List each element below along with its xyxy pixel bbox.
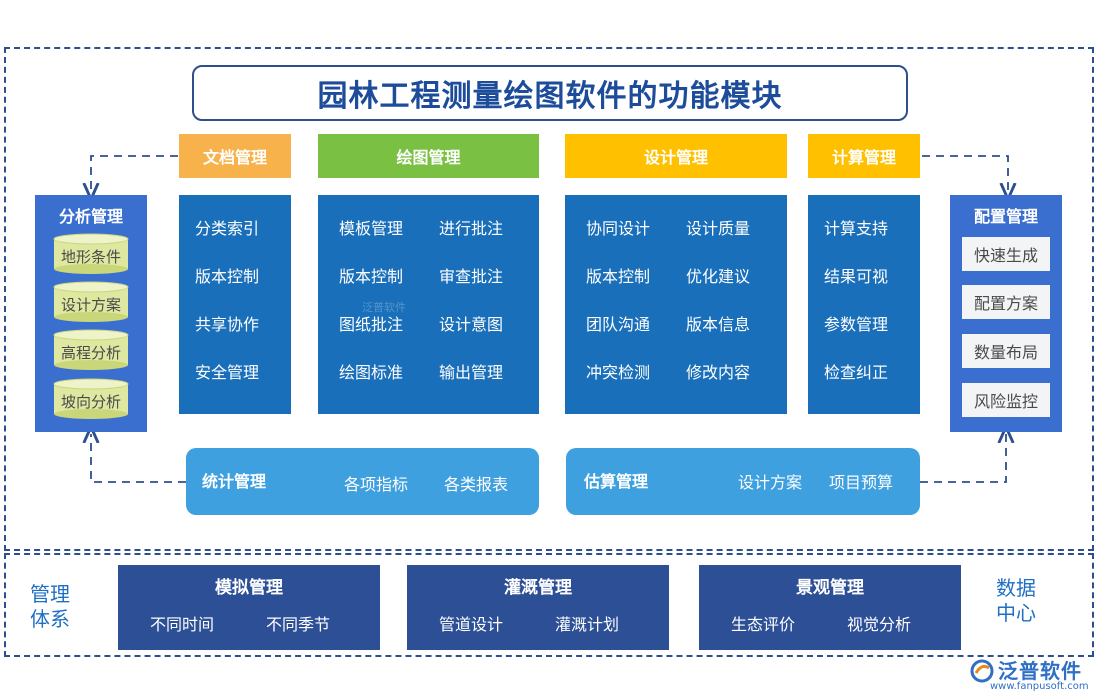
irrigation-box: 灌溉管理 管道设计 灌溉计划 — [407, 565, 669, 650]
config-item: 数量布局 — [962, 334, 1050, 368]
stats-item: 各项指标 — [344, 475, 409, 494]
connector-estimate-to-config — [920, 434, 1006, 483]
design-item: 团队沟通 — [586, 315, 651, 334]
draw-item: 图纸批注 — [339, 315, 404, 334]
data-center-label: 数据 中心 — [996, 576, 1036, 626]
config-title: 配置管理 — [973, 207, 1038, 226]
config-item: 配置方案 — [962, 285, 1050, 319]
design-item: 协同设计 — [586, 219, 651, 238]
cylinder-icon — [53, 281, 129, 322]
design-item: 冲突检测 — [586, 363, 651, 382]
doc-item: 版本控制 — [195, 267, 260, 286]
logo-mark-icon — [970, 659, 994, 683]
draw-item: 绘图标准 — [339, 363, 404, 382]
header-doc: 文档管理 — [179, 134, 291, 178]
bottom-box-title: 模拟管理 — [215, 578, 283, 598]
bottom-frame — [4, 553, 1094, 657]
analysis-panel: 分析管理 地形条件 设计方案 高程分析 坡向分析 — [35, 195, 147, 432]
draw-item: 模板管理 — [339, 219, 404, 238]
bottom-box-title: 景观管理 — [796, 578, 864, 598]
calc-item: 参数管理 — [824, 315, 889, 334]
estimate-title: 估算管理 — [584, 472, 649, 491]
stats-bar: 统计管理 各项指标 各类报表 — [186, 448, 539, 515]
analysis-item: 高程分析 — [60, 344, 121, 362]
page-title: 园林工程测量绘图软件的功能模块 — [192, 65, 908, 121]
design-item: 版本信息 — [686, 315, 751, 334]
estimate-item: 设计方案 — [738, 473, 803, 492]
calc-item: 计算支持 — [824, 219, 889, 238]
doc-item: 安全管理 — [195, 363, 260, 382]
watermark: 泛普软件 — [362, 301, 406, 314]
management-system-label: 管理 体系 — [30, 582, 70, 632]
draw-item: 输出管理 — [439, 363, 504, 382]
logo-url: www.fanpusoft.com — [990, 681, 1089, 692]
connector-calc-to-config — [922, 155, 1008, 192]
cylinder-icon — [53, 329, 129, 370]
design-item: 设计质量 — [686, 219, 751, 238]
analysis-cylinder: 坡向分析 — [53, 378, 129, 420]
column-draw: 模板管理 进行批注 版本控制 审查批注 图纸批注 设计意图 绘图标准 输出管理 … — [318, 195, 539, 414]
estimate-item: 项目预算 — [829, 473, 894, 492]
draw-item: 审查批注 — [439, 267, 504, 286]
doc-item: 共享协作 — [195, 315, 260, 334]
column-calc: 计算支持 结果可视 参数管理 检查纠正 — [808, 195, 920, 414]
column-design: 协同设计 设计质量 版本控制 优化建议 团队沟通 版本信息 冲突检测 修改内容 — [565, 195, 787, 414]
brand-logo: 泛普软件 www.fanpusoft.com — [968, 654, 1094, 696]
config-item: 快速生成 — [962, 237, 1050, 271]
simulation-box: 模拟管理 不同时间 不同季节 — [118, 565, 380, 650]
design-item: 优化建议 — [686, 267, 751, 286]
landscape-box: 景观管理 生态评价 视觉分析 — [699, 565, 961, 650]
header-draw: 绘图管理 — [318, 134, 539, 178]
stats-item: 各类报表 — [444, 475, 509, 494]
doc-item: 分类索引 — [195, 219, 260, 238]
bottom-box-item: 灌溉计划 — [555, 615, 620, 634]
label-line: 数据 — [996, 576, 1036, 600]
analysis-item: 设计方案 — [60, 296, 121, 314]
design-item: 修改内容 — [686, 363, 751, 382]
estimate-bar: 估算管理 设计方案 项目预算 — [566, 448, 920, 515]
logo-name: 泛普软件 — [998, 659, 1082, 683]
column-doc: 分类索引 版本控制 共享协作 安全管理 — [179, 195, 291, 414]
cylinder-icon — [53, 233, 129, 274]
draw-item: 进行批注 — [439, 219, 504, 238]
bottom-box-item: 管道设计 — [439, 615, 504, 634]
bottom-box-item: 视觉分析 — [847, 615, 912, 634]
config-panel: 配置管理 快速生成 配置方案 数量布局 风险监控 — [950, 195, 1062, 432]
analysis-cylinder: 地形条件 — [53, 233, 129, 275]
connector-doc-to-analysis — [91, 155, 178, 192]
bottom-box-item: 不同季节 — [266, 615, 331, 634]
bottom-box-item: 生态评价 — [731, 615, 796, 634]
cylinder-icon — [53, 378, 129, 419]
main-frame — [4, 47, 1094, 551]
analysis-item: 地形条件 — [60, 248, 121, 266]
analysis-item: 坡向分析 — [60, 393, 121, 411]
bottom-box-title: 灌溉管理 — [504, 578, 572, 598]
header-design: 设计管理 — [565, 134, 787, 178]
draw-item: 版本控制 — [339, 267, 404, 286]
label-line: 管理 — [30, 582, 70, 606]
label-line: 体系 — [30, 607, 70, 631]
connector-stats-to-analysis — [91, 434, 186, 483]
analysis-title: 分析管理 — [58, 207, 123, 226]
draw-item: 设计意图 — [439, 315, 504, 334]
calc-item: 检查纠正 — [824, 363, 889, 382]
analysis-cylinder: 高程分析 — [53, 329, 129, 371]
bottom-box-item: 不同时间 — [150, 615, 215, 634]
header-calc: 计算管理 — [808, 134, 920, 178]
stats-title: 统计管理 — [202, 472, 267, 491]
design-item: 版本控制 — [586, 267, 651, 286]
config-item: 风险监控 — [962, 383, 1050, 417]
analysis-cylinder: 设计方案 — [53, 281, 129, 323]
calc-item: 结果可视 — [824, 267, 889, 286]
label-line: 中心 — [996, 601, 1036, 625]
